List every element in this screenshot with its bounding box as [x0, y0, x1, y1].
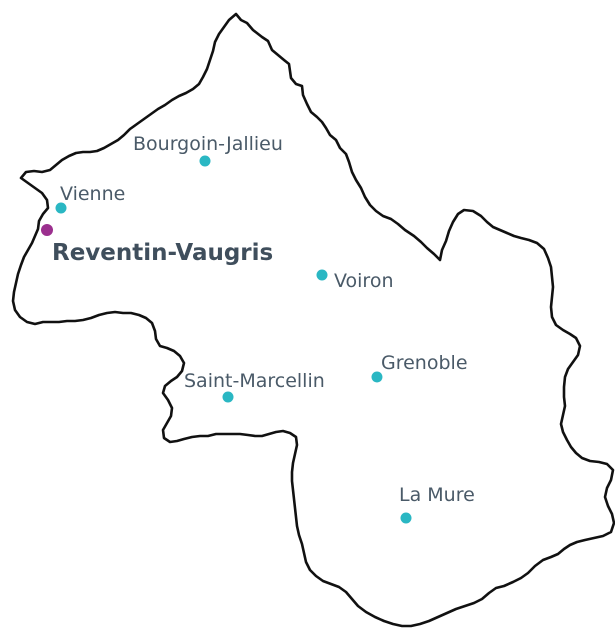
city-marker-grenoble[interactable] — [371, 371, 383, 383]
highlight-marker[interactable] — [41, 224, 53, 236]
city-label-saint-marcellin: Saint-Marcellin — [184, 370, 325, 392]
city-marker-bourgoin-jallieu[interactable] — [199, 155, 211, 167]
city-label-voiron: Voiron — [334, 270, 394, 292]
city-marker-saint-marcellin[interactable] — [222, 391, 234, 403]
city-marker-la-mure[interactable] — [400, 512, 412, 524]
city-label-bourgoin-jallieu: Bourgoin-Jallieu — [133, 133, 283, 155]
city-label-la-mure: La Mure — [399, 484, 475, 506]
city-marker-vienne[interactable] — [55, 202, 67, 214]
highlight-label: Reventin-Vaugris — [52, 240, 273, 266]
department-outline — [11, 12, 615, 628]
city-label-grenoble: Grenoble — [381, 352, 468, 374]
city-label-vienne: Vienne — [60, 183, 125, 205]
city-marker-voiron[interactable] — [316, 269, 328, 281]
